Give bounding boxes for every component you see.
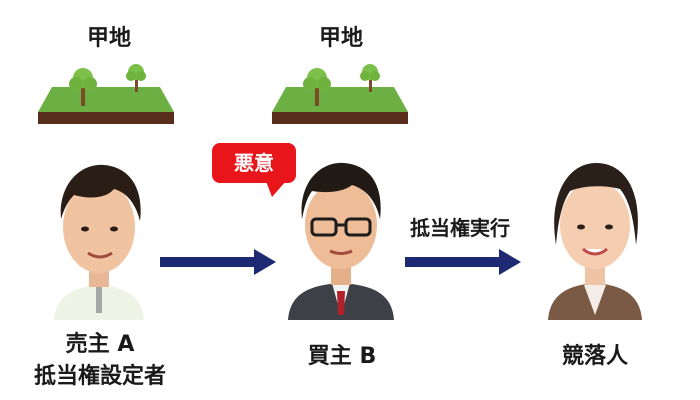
bubble-tail <box>266 181 286 197</box>
tree-trunk <box>135 74 138 92</box>
winning-bidder-name: 競落人 <box>561 344 628 369</box>
seller-portrait <box>54 164 144 320</box>
seller-role: 抵当権設定者 <box>33 364 166 389</box>
face <box>560 181 630 269</box>
buyer-name: 買主 B <box>307 344 377 369</box>
land-label-1: 甲地 <box>86 26 131 51</box>
arrow-buyer-to-winner <box>405 249 521 275</box>
arrow-seller-to-buyer <box>160 249 276 275</box>
malice-bubble: 悪意 <box>212 143 296 183</box>
seller-name: 売主 A <box>65 332 135 357</box>
soil-layer <box>272 112 408 124</box>
tie <box>337 291 345 315</box>
tree-trunk <box>315 82 319 106</box>
glasses-icon <box>310 217 338 237</box>
face <box>63 181 135 273</box>
grass-top <box>272 87 408 112</box>
tie <box>96 287 102 313</box>
tree-trunk <box>369 74 372 92</box>
soil-layer <box>38 112 174 124</box>
hair <box>60 164 141 221</box>
hair <box>554 163 638 245</box>
tree-trunk <box>81 82 85 106</box>
winning-bidder-portrait <box>548 163 642 320</box>
buyer-portrait <box>288 162 394 320</box>
hair <box>301 162 381 219</box>
land-label-2: 甲地 <box>318 26 363 51</box>
foreclosure-label: 抵当権実行 <box>410 216 510 240</box>
land-illustration-1 <box>38 64 174 124</box>
land-illustration-2 <box>272 64 408 124</box>
grass-top <box>38 87 174 112</box>
